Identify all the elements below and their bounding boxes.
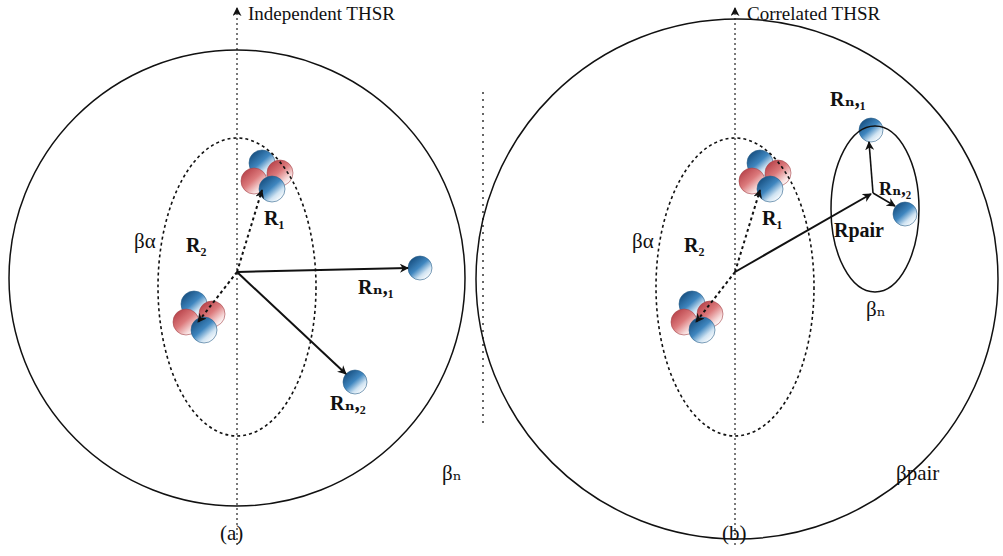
vector-label: R₂ [684,234,704,256]
outline [8,49,466,507]
vector-label: Rₙ,₂ [330,392,366,414]
region-label: βα [632,230,654,253]
panel-label: Correlated THSR [747,4,880,25]
outline [157,137,317,437]
region-label: βₙ [442,462,462,485]
neutron-sphere [689,317,715,343]
neutron-sphere [259,176,285,202]
vector-label: R₁ [264,207,284,229]
region-circle: βₙ [830,125,920,293]
neutron-sphere [343,370,367,394]
region-label: βₙ [866,298,886,321]
neutron-sphere [859,118,883,142]
outline [830,125,920,293]
panel-label: (a) [220,522,243,545]
panel-label: (b) [722,522,747,545]
vector-label: R₁ [762,207,782,229]
region-label: βpair [896,462,939,485]
outline [655,137,815,437]
dashed-ellipse: βα [157,137,317,437]
vector-label: Rₙ,₁ [830,88,866,110]
neutron-sphere [757,176,783,202]
neutron-sphere [408,256,432,280]
dashed-ellipse: βα [655,137,815,437]
region-circle: βpairβαβₙ [475,18,999,540]
vector-label: R₂ [186,234,206,256]
neutron-sphere [893,202,917,226]
panel-label: Independent THSR [248,4,395,25]
vector-label: Rₙ,₂ [879,180,911,200]
region-circle: βₙ βα [8,49,466,507]
neutron-sphere [191,317,217,343]
region-label: βα [134,230,156,253]
vector-label: Rpair [834,219,884,241]
vector-label: Rₙ,₁ [358,276,394,298]
